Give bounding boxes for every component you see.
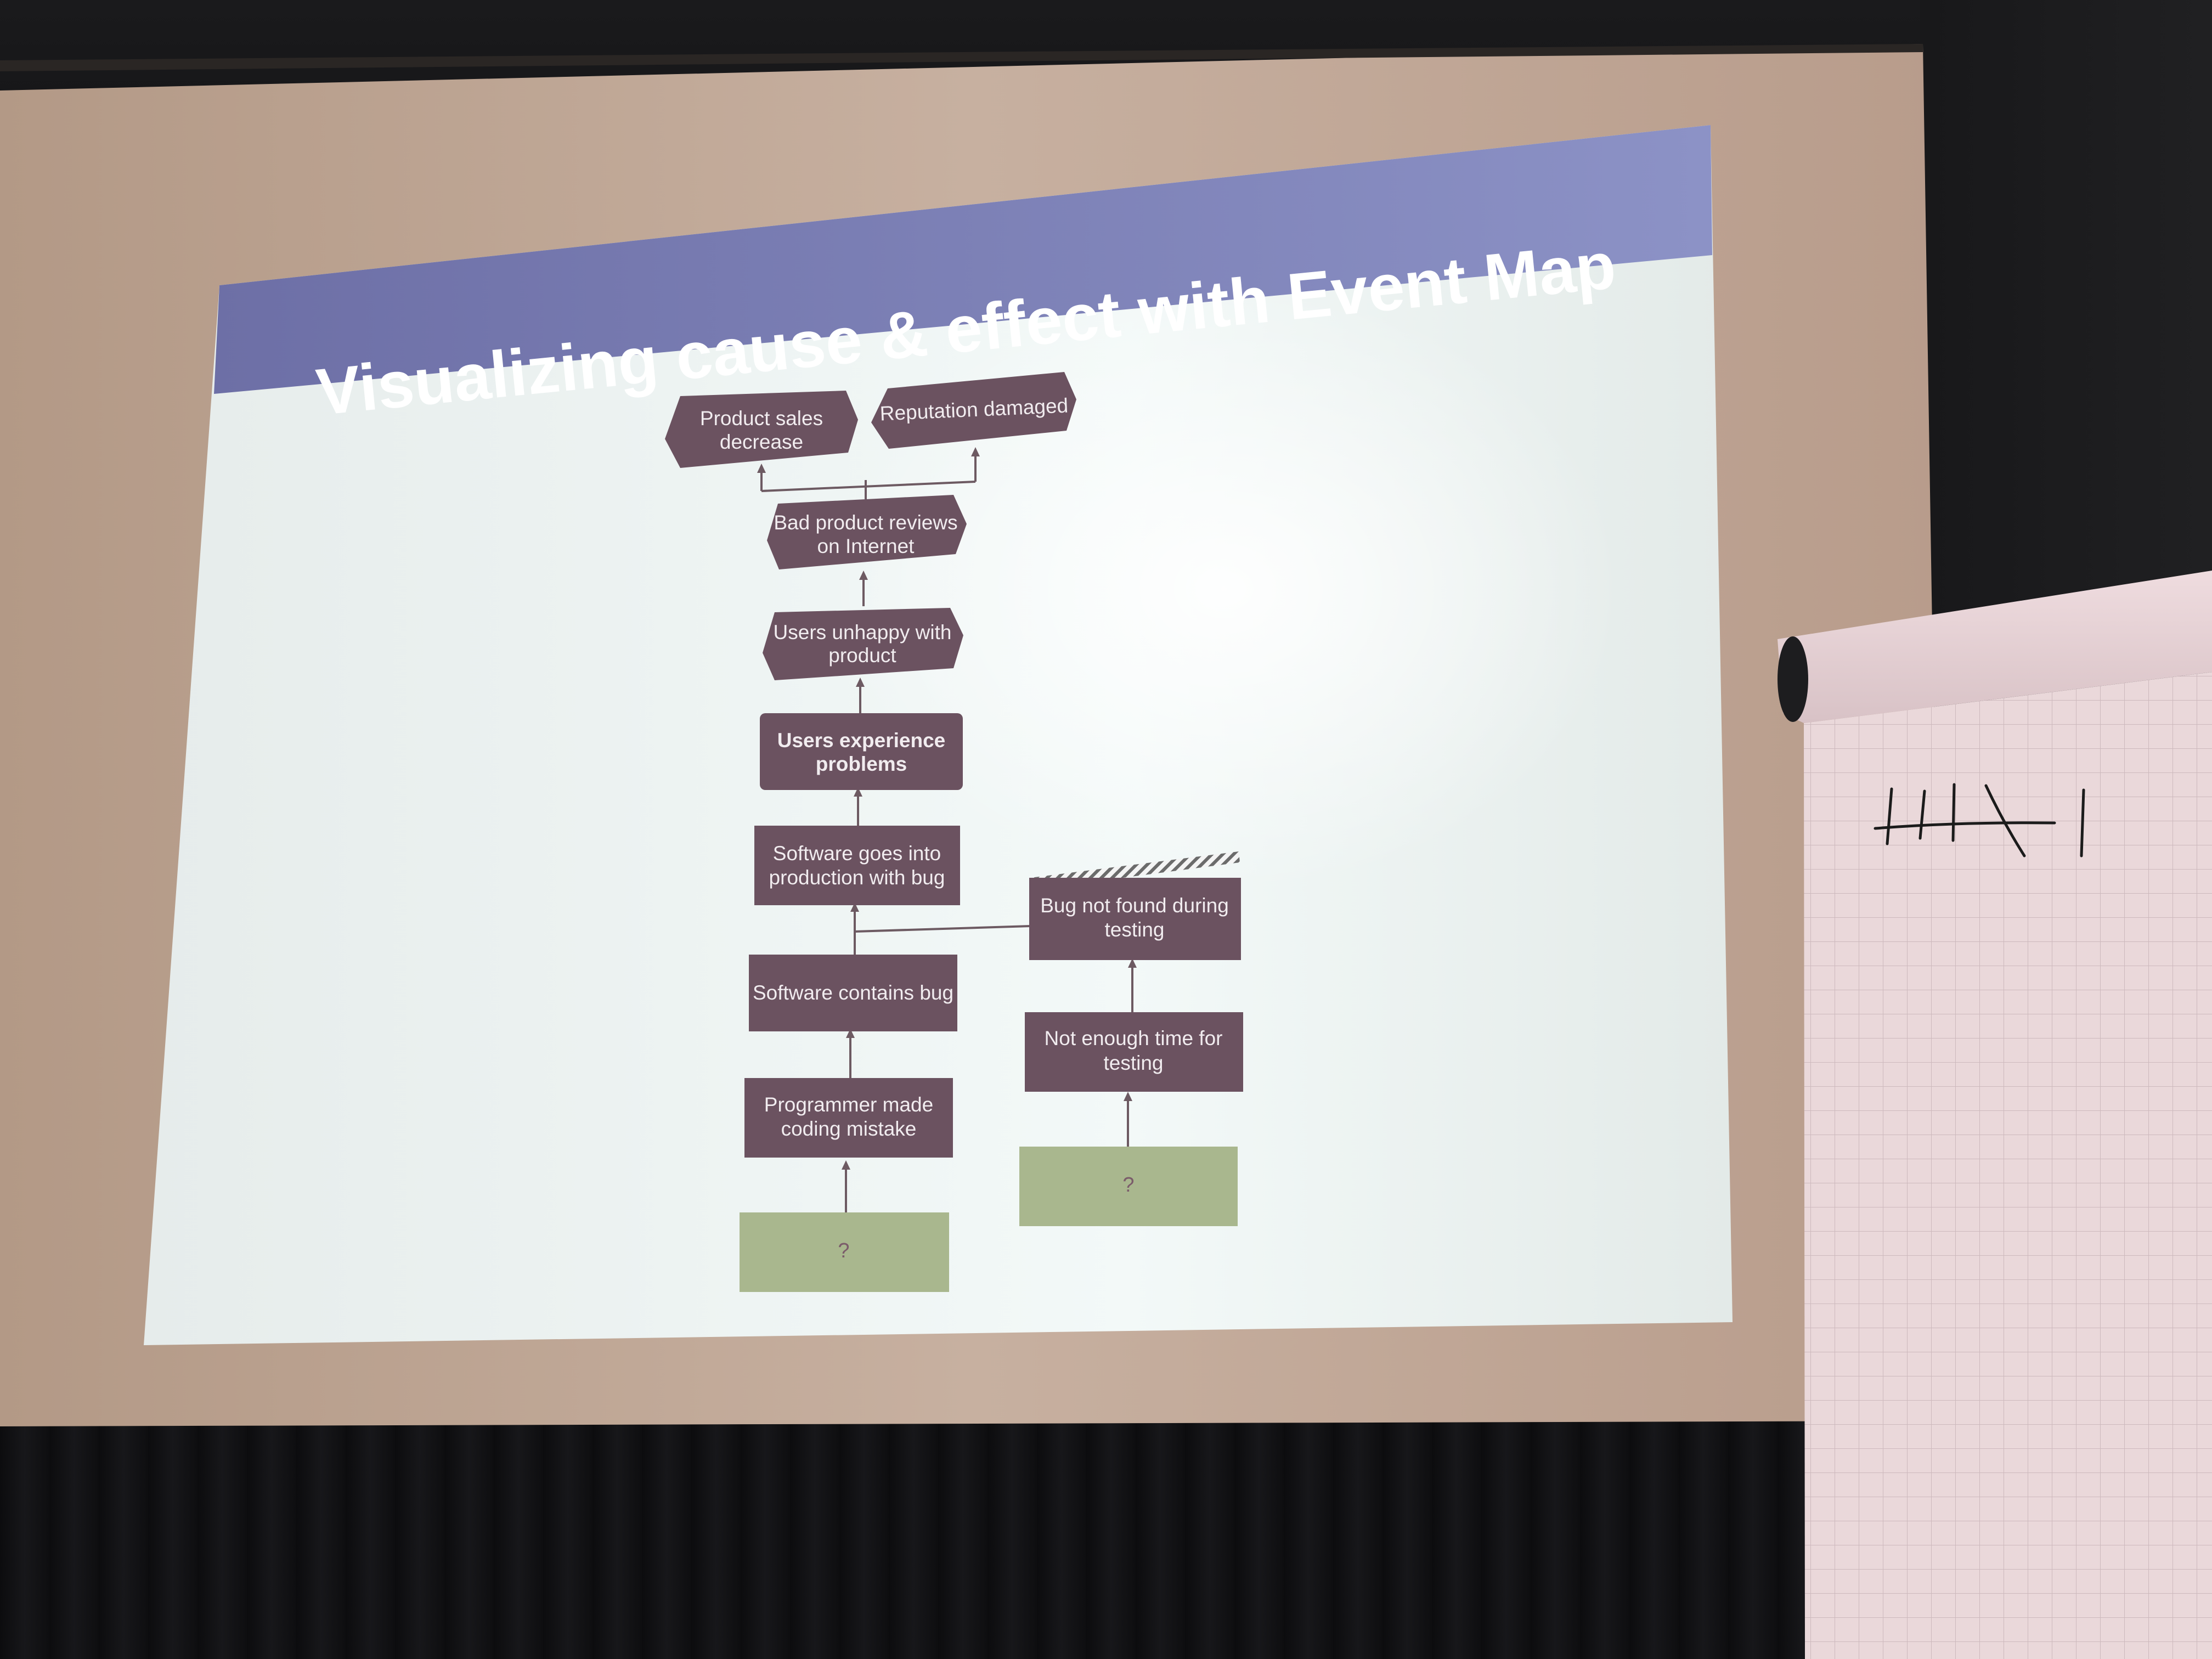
flip-chart-paper	[1804, 672, 2212, 1659]
node-label: Not enough time for	[1045, 1027, 1223, 1049]
node-label: Software contains bug	[753, 981, 953, 1004]
flip-chart-roll	[1778, 571, 2212, 723]
node-label: product	[828, 644, 896, 667]
node-label: problems	[816, 753, 907, 775]
node-unknown-right: ?	[1019, 1147, 1238, 1226]
node-label: testing	[1103, 1052, 1163, 1074]
node-label: decrease	[720, 431, 803, 453]
node-label: Product sales	[700, 407, 823, 430]
node-label: Software goes into	[773, 842, 941, 865]
node-unknown-left: ?	[740, 1212, 949, 1292]
node-software-production: Software goes into production with bug	[754, 826, 960, 905]
node-software-contains-bug: Software contains bug	[749, 955, 957, 1031]
node-product-sales: Product sales decrease	[665, 391, 858, 468]
node-programmer-mistake: Programmer made coding mistake	[744, 1078, 953, 1158]
node-users-experience: Users experience problems	[760, 713, 963, 790]
node-not-enough-time: Not enough time for testing	[1025, 1012, 1243, 1092]
arrowheads	[757, 447, 1137, 1170]
node-bad-product-reviews: Bad product reviews on Internet	[767, 495, 967, 569]
node-label: ?	[1122, 1173, 1134, 1197]
node-users-unhappy: Users unhappy with product	[763, 608, 963, 680]
node-label: Users unhappy with	[774, 621, 952, 644]
tally-marks	[1874, 783, 2085, 857]
node-bug-not-found: Bug not found during testing	[1029, 878, 1241, 960]
node-label: production with bug	[769, 866, 945, 889]
node-label: testing	[1104, 918, 1164, 941]
node-reputation-damaged: Reputation damaged	[871, 372, 1076, 449]
node-label: Users experience	[777, 729, 945, 752]
node-label: coding mistake	[781, 1118, 917, 1140]
node-label: on Internet	[817, 535, 915, 557]
node-label: Bug not found during	[1040, 894, 1229, 917]
node-label: Programmer made	[764, 1093, 933, 1116]
title-band	[214, 125, 1712, 394]
node-label: Bad product reviews	[774, 511, 957, 534]
connectors	[760, 450, 1133, 1217]
node-label: ?	[838, 1239, 849, 1262]
flip-chart-roll-cap	[1778, 636, 1808, 722]
